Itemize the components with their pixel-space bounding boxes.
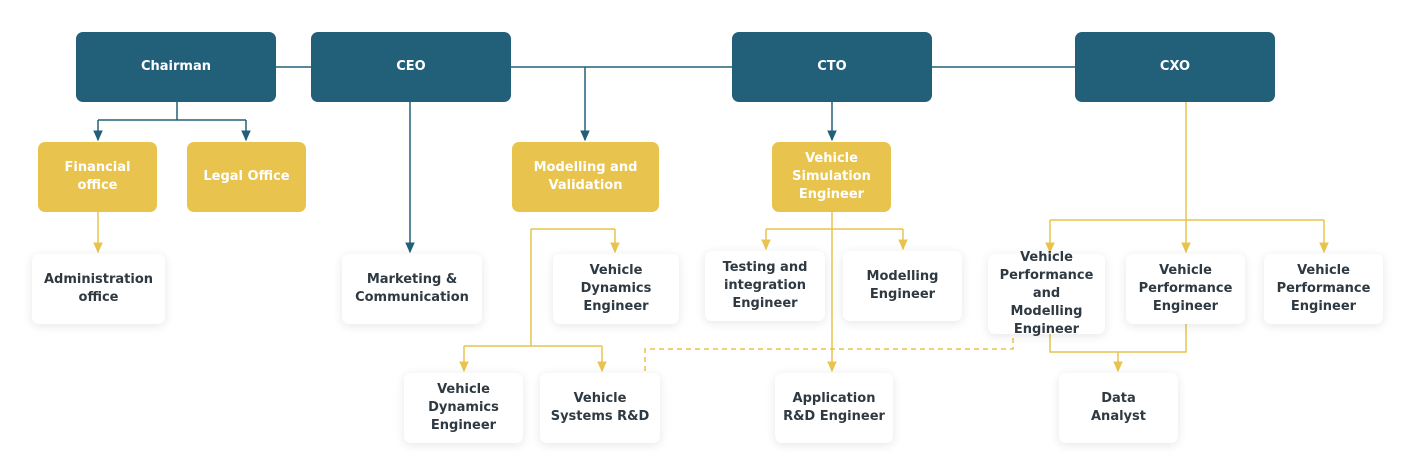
vehicle-dynamics-label-line: Dynamics <box>580 281 652 296</box>
cxo-box: CXO <box>1075 32 1275 102</box>
financial-office-label-line: office <box>77 178 118 193</box>
chairman-label: Chairman <box>140 59 211 74</box>
administration-label-line: Administration <box>43 272 154 287</box>
application-label-line: R&D Engineer <box>783 409 885 424</box>
data-analyst-label-line: Data <box>1101 391 1136 406</box>
testing-integration-label-line: integration <box>723 278 807 293</box>
ceo-box: CEO <box>311 32 511 102</box>
perf-engineer-label-line: Engineer <box>1290 299 1357 314</box>
application-label-line: Application <box>792 391 876 406</box>
vehicle-systems-rd-box: Vehicle Systems R&D <box>540 373 660 443</box>
perf-engineer-label-line: Vehicle <box>1159 263 1212 278</box>
cto-label: CTO <box>817 59 847 74</box>
vehicle-dynamics-label-line: Engineer <box>430 418 497 433</box>
vehicle-dynamics-label-line: Vehicle <box>589 263 643 278</box>
perf-modelling-label-line: Vehicle <box>1020 250 1073 265</box>
perf-engineer-label-line: Engineer <box>1152 299 1219 314</box>
financial-office-label-line: Financial <box>64 160 131 175</box>
modelling-engineer-box: Modelling Engineer <box>843 251 962 321</box>
marketing-label-line: Communication <box>355 290 469 305</box>
vehicle-dynamics-label-line: Vehicle <box>437 382 490 397</box>
modelling-validation-label-line: Modelling and <box>533 160 638 175</box>
perf-modelling-label-line: Performance and <box>999 268 1094 301</box>
data-analyst-box: Data Analyst <box>1059 373 1178 443</box>
vehicle-performance-engineer-box: Vehicle Performance Engineer <box>1264 254 1383 324</box>
modelling-validation-label-line: Validation <box>548 178 623 193</box>
perf-modelling-label-line: Modelling <box>1010 304 1083 319</box>
testing-integration-engineer-box: Testing and integration Engineer <box>705 251 825 321</box>
vehicle-simulation-label-line: Simulation <box>792 169 871 184</box>
vehicle-simulation-box: Vehicle Simulation Engineer <box>772 142 891 212</box>
perf-engineer-label-line: Performance <box>1138 281 1233 296</box>
data-analyst-label-line: Analyst <box>1091 409 1146 424</box>
application-rd-engineer-box: Application R&D Engineer <box>775 373 893 443</box>
administration-label-line: office <box>78 290 119 305</box>
vehicle-dynamics-label-line: Dynamics <box>428 400 499 415</box>
perf-engineer-label-line: Performance <box>1276 281 1371 296</box>
vehicle-dynamics-engineer-box: Vehicle Dynamics Engineer <box>553 254 679 324</box>
mv-trunk-line <box>464 228 615 347</box>
financial-office-box: Financial office <box>38 142 157 212</box>
administration-office-box: Administration office <box>32 254 165 324</box>
chairman-branch-line <box>98 102 246 121</box>
modelling-engineer-label-line: Engineer <box>869 287 936 302</box>
vehicle-performance-engineer-box: Vehicle Performance Engineer <box>1126 254 1245 324</box>
cxo-trunk-line <box>1050 102 1324 221</box>
chairman-box: Chairman <box>76 32 276 102</box>
legal-office-box: Legal Office <box>187 142 306 212</box>
performance-modelling-engineer-box: Vehicle Performance and Modelling Engine… <box>988 250 1105 337</box>
perf-engineer-label-line: Vehicle <box>1297 263 1350 278</box>
vehicle-systems-label-line: Vehicle <box>573 391 627 406</box>
marketing-label-line: Marketing & <box>366 272 458 287</box>
ceo-label: CEO <box>396 59 426 74</box>
marketing-communication-box: Marketing & Communication <box>342 254 482 324</box>
vehicle-dynamics-engineer-box: Vehicle Dynamics Engineer <box>404 373 523 443</box>
dashed-link <box>644 334 1014 371</box>
testing-integration-label-line: Engineer <box>732 296 798 311</box>
vehicle-simulation-label-line: Engineer <box>798 187 865 202</box>
modelling-validation-box: Modelling and Validation <box>512 142 659 212</box>
cto-box: CTO <box>732 32 932 102</box>
legal-office-label: Legal Office <box>203 169 290 184</box>
vehicle-simulation-label-line: Vehicle <box>805 151 858 166</box>
modelling-engineer-label-line: Modelling <box>866 269 939 284</box>
perf-modelling-label-line: Engineer <box>1013 322 1080 337</box>
vehicle-dynamics-label-line: Engineer <box>583 299 649 314</box>
cxo-label: CXO <box>1159 59 1191 74</box>
testing-integration-label-line: Testing and <box>722 260 808 275</box>
vehicle-systems-label-line: Systems R&D <box>550 409 650 424</box>
